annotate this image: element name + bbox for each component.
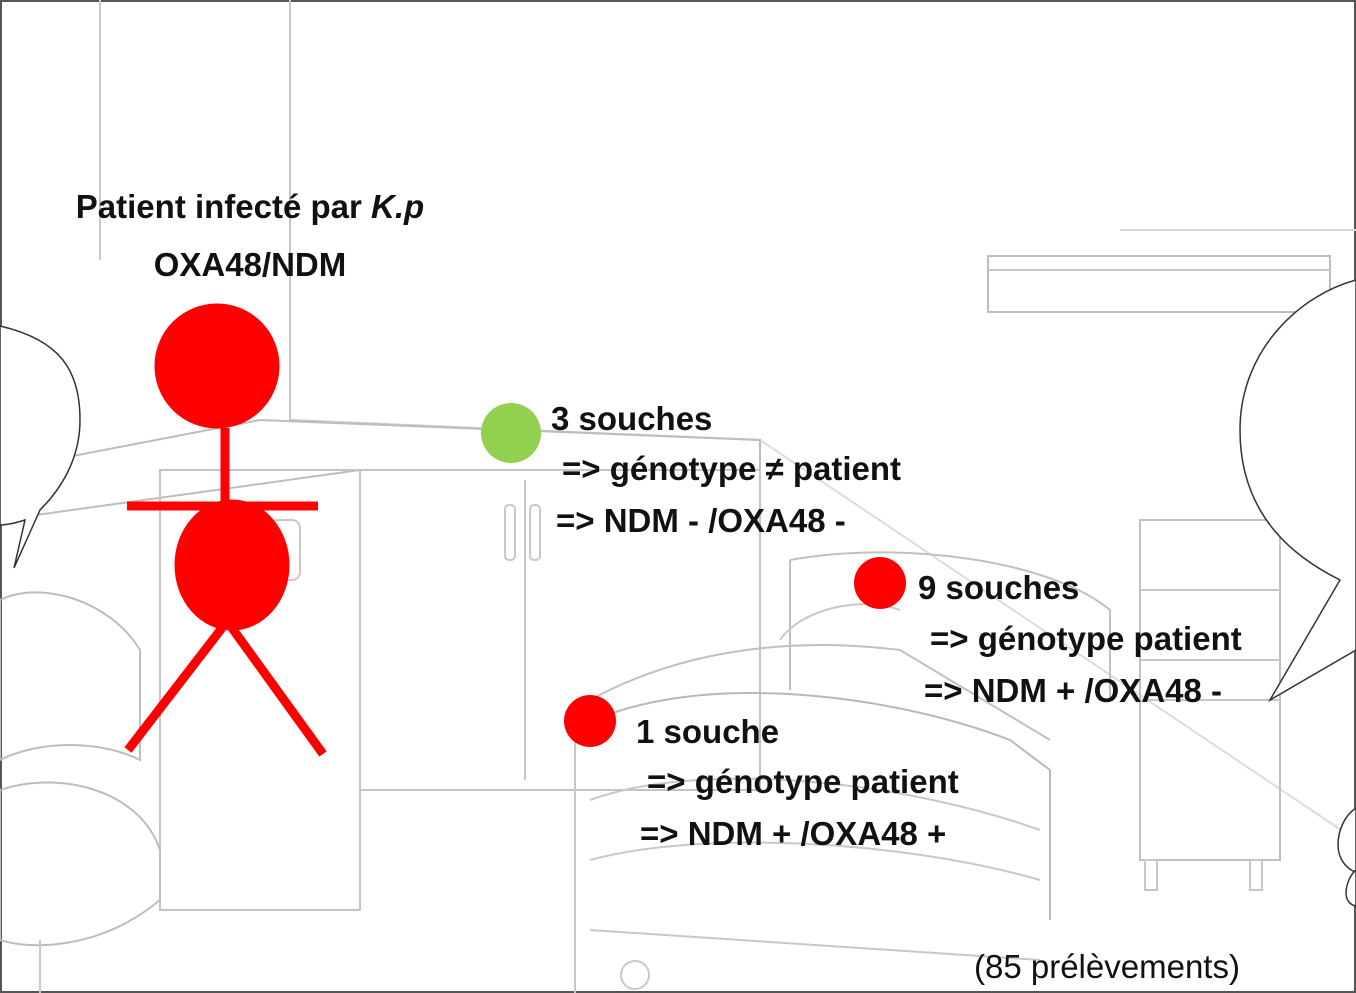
group-count: 3 souches <box>551 402 712 435</box>
strain-marker-red <box>564 695 616 747</box>
patient-title: Patient infecté par K.p OXA48/NDM <box>20 178 480 294</box>
sample-count: (85 prélèvements) <box>974 950 1240 983</box>
group-count: 9 souches <box>918 571 1079 604</box>
group-count: 1 souche <box>636 715 779 748</box>
patient-body <box>175 500 289 630</box>
patient-head <box>155 304 279 428</box>
patient-title-line2: OXA48/NDM <box>20 236 480 294</box>
group-resistance: => NDM - /OXA48 - <box>556 504 846 537</box>
group-resistance: => NDM + /OXA48 + <box>640 817 946 850</box>
patient-title-prefix: Patient infecté par <box>76 188 371 225</box>
strain-marker-red <box>854 557 906 609</box>
group-genotype: => génotype patient <box>647 765 959 798</box>
group-resistance: => NDM + /OXA48 - <box>924 674 1222 707</box>
group-genotype: => génotype ≠ patient <box>562 452 901 485</box>
group-genotype: => génotype patient <box>930 622 1242 655</box>
patient-title-species: K.p <box>371 188 424 225</box>
patient-title-line1: Patient infecté par K.p <box>20 178 480 236</box>
strain-marker-green <box>481 403 541 463</box>
